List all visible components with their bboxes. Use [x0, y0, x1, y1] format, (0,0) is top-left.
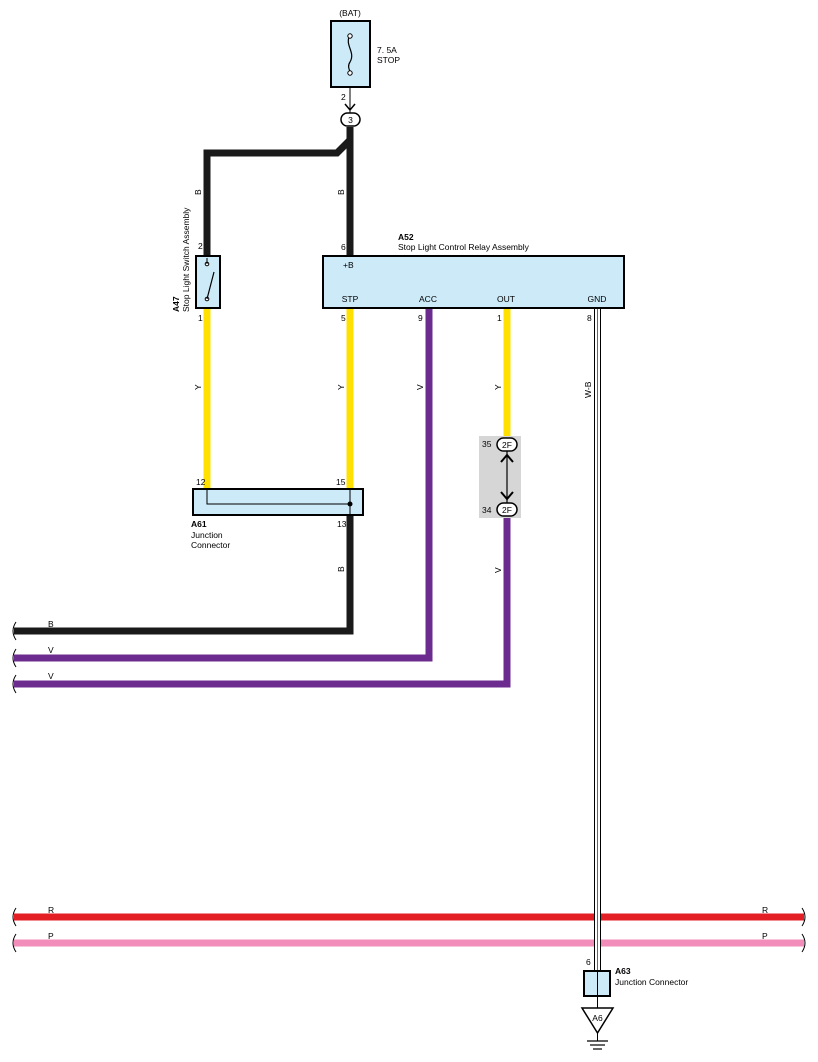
relay-gnd-wire: W-B	[583, 381, 593, 398]
relay-name: Stop Light Control Relay Assembly	[398, 242, 530, 252]
switch-wire-bottom: Y	[193, 384, 203, 390]
a61-name-2: Connector	[191, 540, 230, 550]
relay-stp-pin: 5	[341, 313, 346, 323]
joint-connector: 3	[340, 112, 361, 127]
ground-code: A6	[592, 1013, 603, 1023]
relay-out-wire: Y	[493, 384, 503, 390]
relay-code: A52	[398, 232, 414, 242]
2f-wire-bottom: V	[493, 567, 503, 573]
a63-code: A63	[615, 966, 631, 976]
2f-code-bottom: 2F	[502, 505, 512, 515]
switch-name: Stop Light Switch Assembly	[181, 207, 191, 312]
harness-label-r-left: R	[48, 905, 54, 915]
wire-b-a61-to-harness	[14, 515, 354, 635]
relay-gnd-pin: 8	[587, 313, 592, 323]
harness-label-b: B	[48, 619, 54, 629]
relay-bplus-label: +B	[343, 260, 354, 270]
stop-light-switch: A47 Stop Light Switch Assembly 2 1 B Y	[171, 189, 221, 390]
harness-label-p-left: P	[48, 931, 54, 941]
ground-point: A6	[580, 1007, 615, 1050]
fuse-pin: 2	[341, 92, 346, 102]
a61-pin-right: 15	[336, 477, 346, 487]
wire-v-2f	[14, 516, 511, 688]
relay-acc-wire: V	[415, 384, 425, 390]
harness-label-v2: V	[48, 671, 54, 681]
fuse-source: (BAT)	[339, 8, 361, 18]
fuse-arrow	[344, 103, 356, 112]
harness-break-left	[12, 621, 17, 953]
switch-code: A47	[171, 296, 181, 312]
fuse: (BAT) 7. 5A STOP 2	[330, 8, 400, 113]
fuse-rating: 7. 5A	[377, 45, 397, 55]
relay-out-label: OUT	[497, 294, 515, 304]
harness-label-v1: V	[48, 645, 54, 655]
ground-triangle	[580, 1007, 615, 1035]
a63-pin: 6	[586, 957, 591, 967]
relay-out-pin: 1	[497, 313, 502, 323]
relay-gnd-label: GND	[588, 294, 607, 304]
2f-code-top: 2F	[502, 440, 512, 450]
wire-b-to-switch	[203, 127, 354, 258]
joint-label: 3	[348, 115, 353, 125]
connector-2f: 2F 2F 35 34 V	[479, 436, 521, 573]
a61-name-1: Junction	[191, 530, 223, 540]
relay-acc-label: ACC	[419, 294, 437, 304]
a63-name: Junction Connector	[615, 977, 688, 987]
switch-pin-bottom: 1	[198, 313, 203, 323]
switch-pin-top: 2	[198, 241, 203, 251]
fuse-box	[330, 20, 371, 88]
2f-pin-bottom: 34	[482, 505, 492, 515]
relay-bplus-pin: 6	[341, 242, 346, 252]
relay-stp-label: STP	[342, 294, 359, 304]
harness-break-right	[801, 907, 806, 953]
relay-box	[322, 255, 625, 309]
harness-label-r-right: R	[762, 905, 768, 915]
relay-stp-wire: Y	[336, 384, 346, 390]
harness-label-p-right: P	[762, 931, 768, 941]
a61-wire-bottom: B	[336, 566, 346, 572]
stop-light-control-relay: A52 Stop Light Control Relay Assembly +B…	[322, 189, 625, 398]
switch-wire-top: B	[193, 189, 203, 195]
2f-pin-top: 35	[482, 439, 492, 449]
a61-pin-left: 12	[196, 477, 206, 487]
a61-pin-bottom: 13	[337, 519, 347, 529]
a61-box	[192, 488, 364, 516]
relay-bplus-wire: B	[336, 189, 346, 195]
junction-connector-a61: 12 15 13 A61 Junction Connector B	[191, 477, 364, 572]
wire-v-acc	[14, 308, 433, 662]
fuse-name: STOP	[377, 55, 400, 65]
relay-acc-pin: 9	[418, 313, 423, 323]
a61-code: A61	[191, 519, 207, 529]
junction-connector-a63: 6 A63 Junction Connector	[583, 957, 688, 1008]
